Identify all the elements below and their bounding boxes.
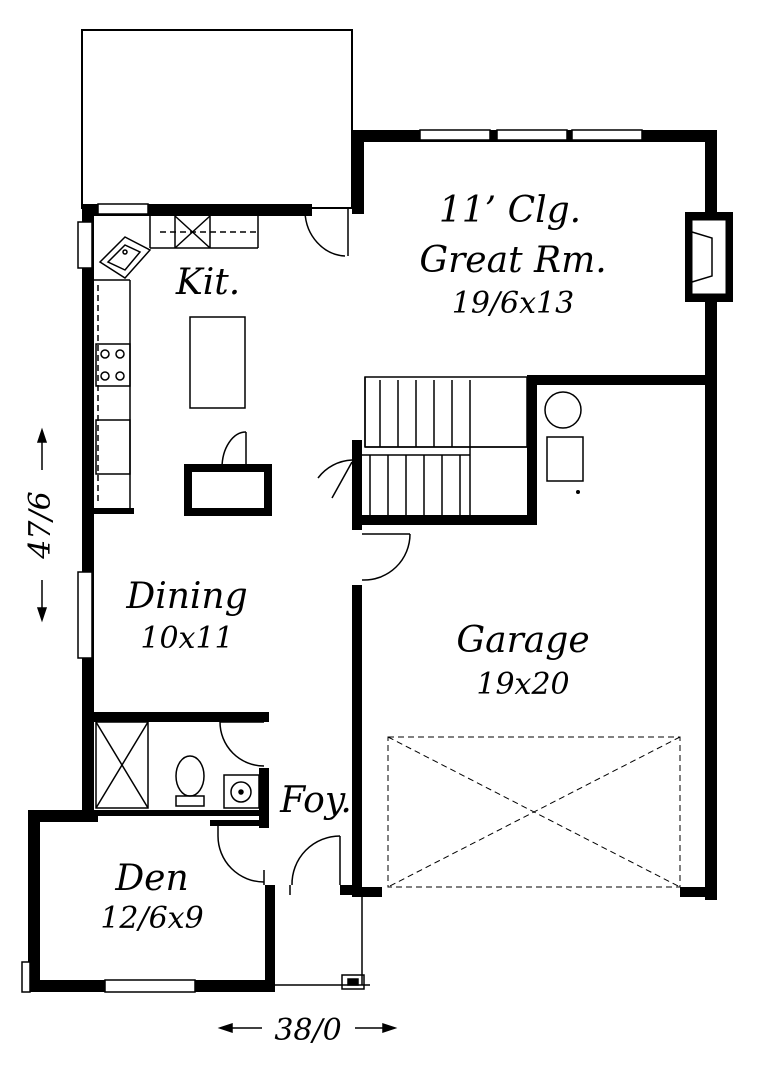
bath-sink-icon — [223, 774, 260, 809]
dining-size-label: 10x11 — [140, 621, 233, 656]
den-name-label: Den — [114, 858, 188, 899]
dining-name-label: Dining — [125, 576, 247, 617]
windows — [21, 129, 643, 993]
den-size-label: 12/6x9 — [100, 901, 203, 936]
interior-walls — [94, 375, 537, 828]
exterior-door-icon — [304, 207, 349, 257]
width-dimension-label: 38/0 — [274, 1013, 341, 1048]
den-door-icon — [217, 826, 265, 885]
garage-name-label: Garage — [456, 620, 589, 661]
range-icon — [95, 343, 131, 387]
refrigerator-icon — [95, 419, 131, 475]
upper-box — [81, 29, 353, 209]
front-door-icon — [289, 835, 341, 895]
toilet-icon — [175, 755, 205, 807]
water-heater-icon — [544, 391, 584, 482]
stairs — [317, 376, 528, 515]
kitchen-sink-icon — [98, 236, 152, 279]
pantry-door-icon — [221, 431, 247, 470]
garage-door-icon — [387, 736, 681, 888]
foyer-label: Foy. — [279, 780, 352, 821]
kitchen-island — [189, 316, 246, 409]
shower-icon — [95, 721, 149, 809]
fireplace — [685, 212, 733, 302]
dimension-lines — [36, 427, 398, 1034]
kitchen-label: Kit. — [175, 262, 240, 303]
great-room-ceiling-label: 11’ Clg. — [439, 190, 581, 231]
bath-door-icon — [219, 721, 265, 767]
great-room-name-label: Great Rm. — [419, 240, 606, 281]
garage-entry-door-icon — [361, 533, 411, 581]
porch — [275, 897, 370, 990]
outlet-icon — [576, 490, 580, 494]
depth-dimension-label: 47/6 — [23, 491, 58, 559]
great-room-size-label: 19/6x13 — [452, 286, 574, 321]
garage-size-label: 19x20 — [476, 667, 569, 702]
